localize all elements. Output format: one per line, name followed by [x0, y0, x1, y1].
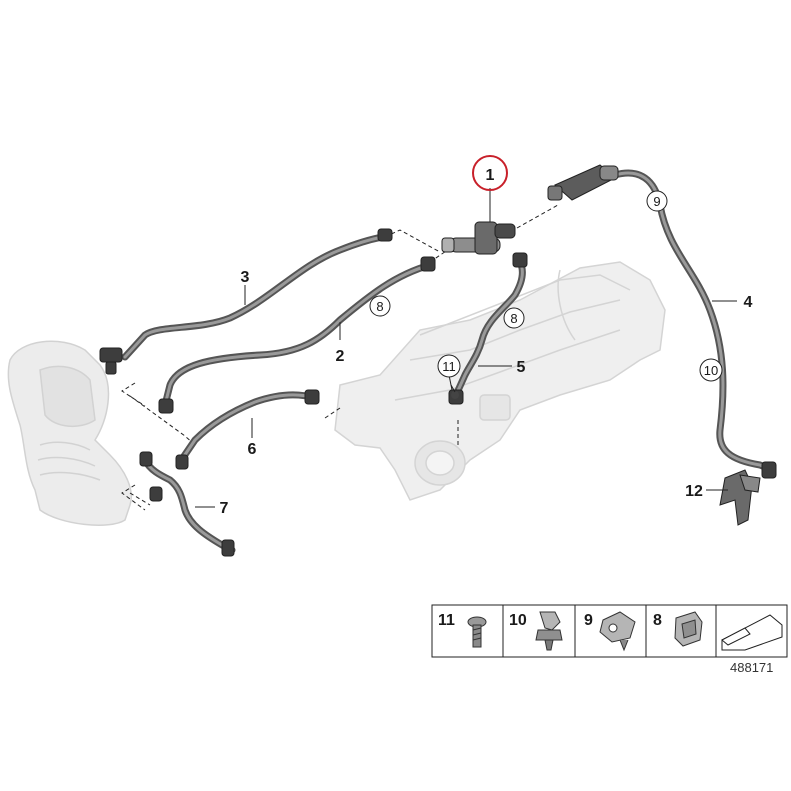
legend-item-11: 11 — [438, 612, 487, 648]
connector-5-top — [512, 252, 528, 268]
clip-references: 8 8 9 10 11 — [369, 190, 723, 382]
connector-4-right — [761, 461, 777, 479]
legend-num-9: 9 — [584, 612, 593, 629]
callouts: 1 2 3 4 5 6 7 12 — [220, 167, 753, 517]
legend-item-10: 10 — [509, 611, 563, 651]
connector-7-top — [139, 451, 153, 467]
legend-item-8: 8 — [653, 611, 703, 647]
connector-2-left — [158, 398, 174, 414]
clip-ref-10: 10 — [699, 358, 723, 382]
parts-legend: 11 10 9 8 — [431, 604, 788, 658]
callout-3: 3 — [241, 269, 250, 286]
air-intake-duct-ghost — [7, 340, 132, 526]
highlight-circle — [472, 155, 508, 191]
callout-4: 4 — [744, 294, 753, 311]
connector-7-mid — [149, 486, 163, 502]
damper-part — [547, 164, 619, 201]
connector-2-right — [420, 256, 436, 272]
screw-icon — [467, 616, 487, 648]
clip-ref-8a: 8 — [369, 295, 391, 317]
callout-6: 6 — [248, 441, 257, 458]
callout-1: 1 — [486, 167, 495, 184]
legend-item-9: 9 — [584, 611, 636, 652]
hose-3 — [121, 232, 392, 361]
intake-manifold-ghost — [334, 261, 666, 501]
clip-10-icon — [535, 611, 563, 651]
clip-ref-8b: 8 — [503, 307, 525, 329]
clip-ref-9: 9 — [646, 190, 668, 212]
callout-leaders — [195, 188, 737, 508]
callout-5: 5 — [517, 359, 526, 376]
svg-text:10: 10 — [704, 363, 718, 378]
legend-num-10: 10 — [509, 612, 527, 629]
callout-2: 2 — [336, 348, 345, 365]
bracket-part-12 — [719, 469, 761, 526]
callout-12: 12 — [685, 483, 703, 500]
svg-text:8: 8 — [510, 311, 517, 326]
callout-7: 7 — [220, 500, 229, 517]
svg-text:11: 11 — [442, 359, 456, 374]
connector-6-left — [175, 454, 189, 470]
clip-8-icon — [674, 611, 703, 647]
connector-6-right — [304, 389, 320, 405]
valve-part-1 — [441, 221, 516, 255]
connector-3-left — [99, 347, 123, 375]
hose-connectors — [99, 228, 777, 557]
legend-num-11: 11 — [438, 612, 455, 629]
connector-3-right — [377, 228, 393, 242]
diagram-id: 488171 — [730, 660, 773, 675]
legend-num-8: 8 — [653, 612, 662, 629]
svg-text:8: 8 — [376, 299, 383, 314]
svg-text:9: 9 — [653, 194, 660, 209]
clip-9-icon — [599, 611, 636, 652]
connector-7-right — [221, 539, 235, 557]
wedge-symbol-icon — [721, 614, 783, 651]
clip-ref-11: 11 — [437, 354, 461, 378]
